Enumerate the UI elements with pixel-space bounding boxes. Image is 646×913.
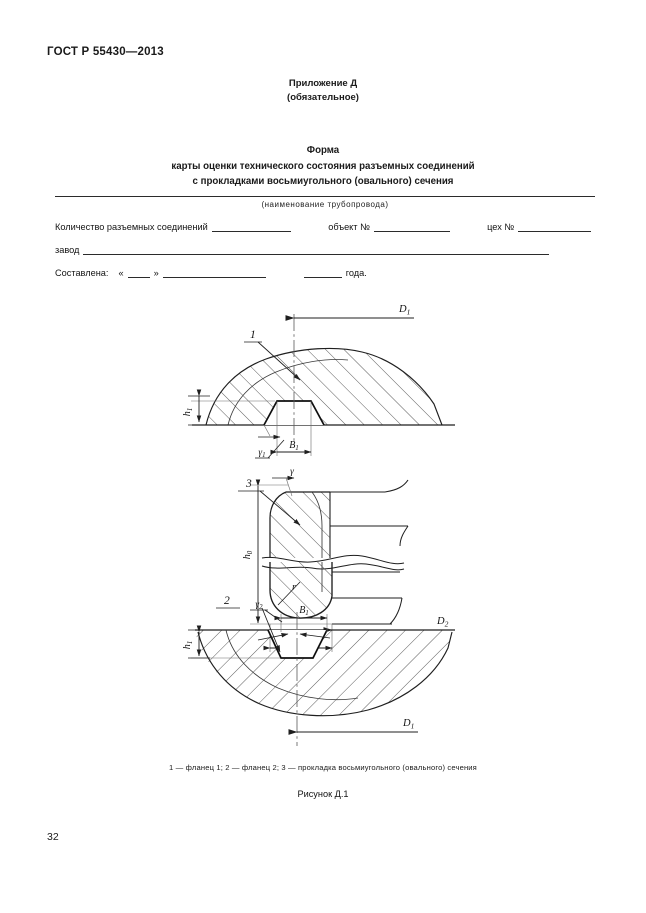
r-label: r bbox=[292, 582, 296, 593]
bottom-flange-assembly: h1 B1 γ2 2 D1 bbox=[182, 595, 455, 746]
joints-input[interactable] bbox=[211, 221, 292, 232]
h1-top-label: h1 bbox=[182, 408, 194, 417]
gasket-assembly: r 3 γ h0 B bbox=[238, 467, 455, 652]
gasket-top-left-profile bbox=[269, 491, 287, 558]
top-flange-outline bbox=[205, 347, 443, 426]
B1-bottom-label: B1 bbox=[299, 605, 309, 617]
compiled-label: Составлена: bbox=[55, 268, 109, 278]
gamma2-arrow-right bbox=[299, 632, 331, 639]
joints-row: Количество разъемных соединений объект №… bbox=[55, 221, 595, 232]
object-label: объект № bbox=[328, 222, 370, 232]
figure-svg: h1 D1 1 B1 γ1 bbox=[182, 304, 455, 746]
shop-input[interactable] bbox=[518, 221, 592, 232]
gamma-label: γ bbox=[290, 467, 294, 477]
year-label: года. bbox=[345, 268, 367, 278]
day-input[interactable] bbox=[127, 267, 150, 278]
bottom-flange-rear-edge bbox=[225, 629, 359, 701]
shop-label: цех № bbox=[487, 222, 515, 232]
D2-label: D2 bbox=[436, 616, 449, 629]
technical-drawing: h1 D1 1 B1 γ1 bbox=[0, 300, 646, 755]
top-flange-rear-edge bbox=[227, 359, 349, 426]
form-title-line-3: с прокладками восьмиугольного (овального… bbox=[192, 176, 454, 187]
break-line-upper bbox=[261, 554, 405, 565]
gamma1-leader bbox=[267, 439, 285, 459]
plant-row: завод bbox=[55, 244, 595, 255]
gasket-top-inner-edge bbox=[311, 491, 323, 558]
gasket-lower-right-edge bbox=[389, 597, 403, 625]
D1-bottom-label: D1 bbox=[402, 718, 414, 731]
standard-header: ГОСТ Р 55430—2013 bbox=[47, 46, 164, 58]
annex-heading: Приложение Д (обязательное) bbox=[0, 77, 646, 105]
part1-label: 1 bbox=[250, 329, 256, 341]
gasket-upper-break-right bbox=[384, 479, 409, 493]
gamma2-label: γ2 bbox=[255, 600, 263, 611]
h1-bottom-label: h1 bbox=[182, 641, 194, 650]
gamma2-leader bbox=[264, 609, 283, 623]
month-input[interactable] bbox=[162, 267, 266, 278]
part2-label: 2 bbox=[224, 595, 230, 607]
annex-subtitle: (обязательное) bbox=[287, 92, 359, 103]
figure-legend: 1 — фланец 1; 2 — фланец 2; 3 — прокладк… bbox=[169, 763, 477, 772]
blank-form-area: (наименование трубопровода) Количество р… bbox=[55, 196, 595, 278]
part3-leader-line bbox=[259, 490, 301, 526]
gamma-ext bbox=[285, 477, 293, 497]
figure-caption: Рисунок Д.1 bbox=[297, 789, 349, 799]
compiled-row: Составлена: « » года. bbox=[55, 267, 595, 278]
gamma2-arrow-left bbox=[257, 633, 289, 641]
gamma1-label: γ1 bbox=[258, 448, 265, 459]
form-title: Форма карты оценки технического состояни… bbox=[0, 143, 646, 190]
top-flange-assembly: h1 D1 1 B1 γ1 bbox=[182, 304, 455, 459]
pipeline-name-caption: (наименование трубопровода) bbox=[261, 200, 389, 209]
quote-close: » bbox=[153, 268, 159, 278]
gasket-upper-right-edge bbox=[399, 525, 409, 547]
quote-open: « bbox=[118, 268, 124, 278]
part1-leader-line bbox=[257, 341, 301, 381]
object-input[interactable] bbox=[373, 221, 451, 232]
plant-input[interactable] bbox=[83, 244, 550, 255]
part3-label: 3 bbox=[245, 478, 252, 490]
form-title-line-1: Форма bbox=[306, 145, 340, 156]
plant-label: завод bbox=[55, 245, 80, 255]
B1-top-label: B1 bbox=[289, 440, 299, 452]
bottom-flange-outline bbox=[197, 631, 453, 717]
D1-top-label: D1 bbox=[398, 304, 410, 317]
annex-title: Приложение Д bbox=[288, 78, 358, 89]
bottom-flange-hatching bbox=[195, 630, 452, 716]
page-number: 32 bbox=[47, 831, 59, 843]
gamma1-ext bbox=[263, 424, 271, 437]
part2-leader-line bbox=[261, 607, 281, 653]
joints-label: Количество разъемных соединений bbox=[55, 222, 208, 232]
year-input[interactable] bbox=[303, 267, 342, 278]
pipeline-name-rule[interactable] bbox=[55, 196, 595, 197]
form-title-line-2: карты оценки технического состояния разъ… bbox=[171, 160, 475, 172]
h0-label: h0 bbox=[242, 550, 254, 559]
r-leader-line bbox=[277, 581, 301, 606]
